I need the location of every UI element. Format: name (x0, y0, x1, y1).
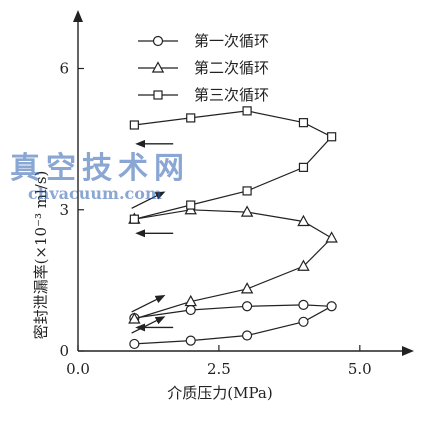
x-tick-label: 0.0 (66, 360, 90, 378)
data-point-circle (185, 304, 196, 316)
data-point-circle (326, 301, 337, 312)
legend-entry-series-1: 第一次循环 (138, 32, 269, 50)
data-point-circle (129, 338, 140, 350)
x-axis-title: 介质压力(MPa) (167, 384, 272, 402)
legend-marker-square (153, 90, 163, 100)
series-layer (128, 106, 338, 350)
data-point-triangle (128, 312, 141, 324)
x-tick-label: 5.0 (348, 360, 372, 378)
data-point-triangle (184, 294, 197, 307)
y-tick-label: 3 (59, 201, 69, 219)
data-point-circle (298, 316, 309, 327)
data-point-square (129, 214, 139, 224)
legend-label-series-2: 第二次循环 (194, 59, 269, 77)
direction-arrow-up-right (131, 191, 166, 209)
data-point-triangle (240, 282, 254, 294)
data-point-square (327, 132, 337, 142)
x-tick-label: 2.5 (207, 360, 231, 378)
watermark: 真空技术网 chvacuum.com (10, 151, 190, 203)
series-3 (129, 106, 337, 224)
annotation-layer (131, 139, 174, 334)
data-point-square (186, 200, 196, 210)
data-point-triangle (240, 205, 254, 217)
data-point-circle (185, 335, 196, 346)
data-point-circle (241, 330, 253, 341)
data-point-square (186, 113, 196, 123)
data-point-square (298, 118, 309, 128)
data-point-square (298, 162, 309, 172)
data-point-square (242, 106, 252, 116)
data-point-circle (241, 301, 253, 312)
y-tick-label: 6 (59, 60, 69, 78)
data-point-triangle (297, 214, 310, 227)
data-point-circle (298, 299, 309, 310)
data-point-triangle (297, 259, 310, 271)
legend-marker-circle (152, 35, 164, 47)
legend-marker-triangle (151, 61, 165, 73)
data-point-square (242, 186, 252, 196)
y-tick-label: 0 (59, 342, 69, 360)
data-point-triangle (325, 231, 338, 243)
y-axis-title: 密封泄漏率(×10⁻³ ml/s) (32, 171, 50, 340)
data-point-square (129, 120, 139, 130)
legend: 第一次循环 第二次循环 第三次循环 (138, 32, 269, 104)
axis-ticks: 0.0 2.5 5.0 0 3 6 (59, 60, 371, 379)
legend-entry-series-2: 第二次循环 (138, 59, 269, 77)
legend-entry-series-3: 第三次循环 (138, 86, 269, 104)
legend-label-series-1: 第一次循环 (194, 32, 269, 50)
legend-label-series-3: 第三次循环 (194, 86, 269, 104)
direction-arrow-up-right (131, 295, 166, 313)
series-1 (129, 299, 337, 350)
watermark-line-2: chvacuum.com (28, 184, 162, 203)
watermark-line-1: 真空技术网 (10, 151, 190, 186)
series-2 (128, 203, 338, 324)
